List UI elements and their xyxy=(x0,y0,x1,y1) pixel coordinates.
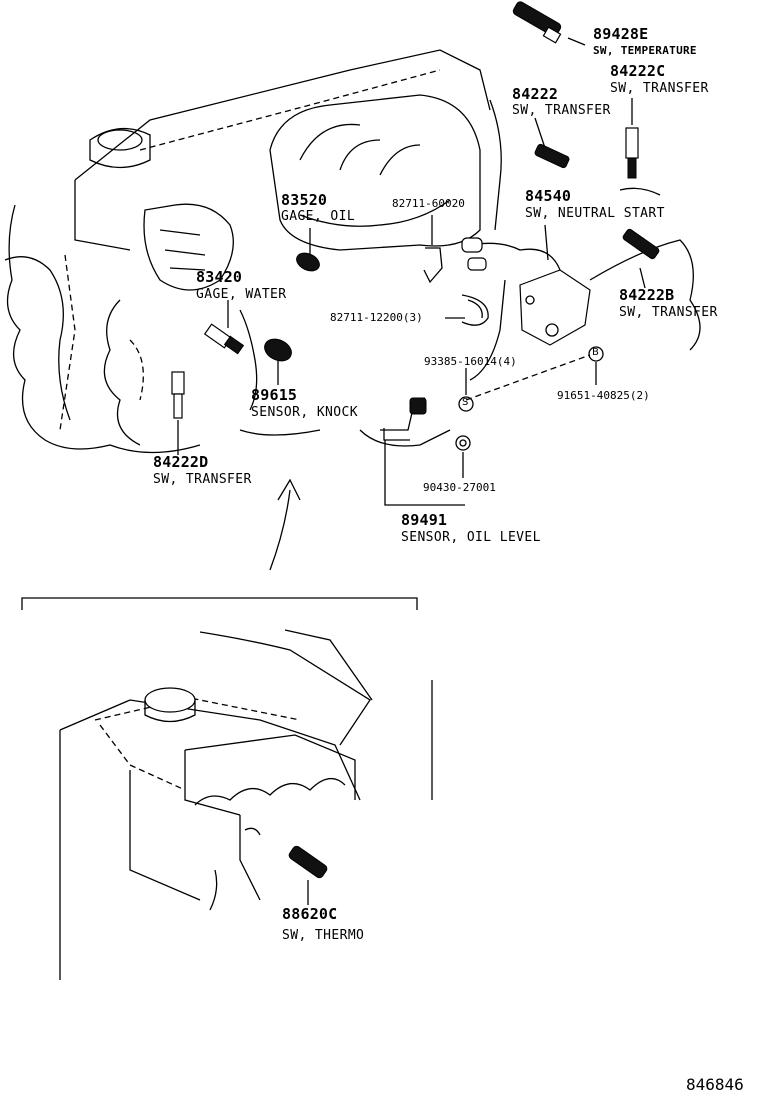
gasket-27001-number: 90430-27001 xyxy=(423,481,496,494)
sw-transfer-c-part xyxy=(625,127,639,179)
clamp-12200-part xyxy=(461,294,489,326)
view-arrow xyxy=(269,478,301,571)
sensor-knock-number: 89615 xyxy=(251,386,298,404)
clamp-60020-number: 82711-60020 xyxy=(392,197,465,210)
sw-thermo-part xyxy=(288,845,328,879)
sw-temperature-part xyxy=(512,1,562,44)
gage-oil-desc: GAGE, OIL xyxy=(281,209,356,224)
sensor-oil-level-desc: SENSOR, OIL LEVEL xyxy=(401,530,541,545)
sensor-oil-level-part xyxy=(380,397,427,441)
sw-temperature-number: 89428E xyxy=(593,25,649,43)
marker-s-label: S xyxy=(462,397,469,408)
sw-transfer-d-part xyxy=(171,371,185,419)
sw-transfer-c-number: 84222C xyxy=(610,62,666,80)
sw-transfer-part xyxy=(534,143,570,169)
sw-transfer-b-desc: SW, TRANSFER xyxy=(619,305,718,320)
leader-lines xyxy=(177,37,646,905)
sw-temperature-desc: SW, TEMPERATURE xyxy=(593,44,697,57)
sensor-oil-level-number: 89491 xyxy=(401,511,448,529)
marker-s-circle xyxy=(458,396,474,412)
sw-transfer-number: 84222 xyxy=(512,85,559,103)
bolt-16014-number: 93385-16014(4) xyxy=(424,355,517,368)
marker-b-circle xyxy=(588,346,604,362)
engine-block-drawing xyxy=(4,49,701,454)
gasket-part xyxy=(455,435,471,451)
diagram-reference-number: 846846 xyxy=(686,1075,744,1094)
sw-transfer-b-part xyxy=(622,228,660,260)
sw-neutral-start-number: 84540 xyxy=(525,187,572,205)
inset-engine-drawing xyxy=(59,629,433,980)
clamp-60020-part xyxy=(423,247,443,284)
sw-thermo-desc: SW, THERMO xyxy=(282,928,365,943)
clamp-12200-number: 82711-12200(3) xyxy=(330,311,423,324)
gage-water-part xyxy=(203,323,245,355)
gage-water-desc: GAGE, WATER xyxy=(196,287,287,302)
sw-neutral-start-part xyxy=(461,237,591,346)
sw-neutral-start-desc: SW, NEUTRAL START xyxy=(525,206,665,221)
sensor-knock-desc: SENSOR, KNOCK xyxy=(251,405,358,420)
sw-transfer-d-number: 84222D xyxy=(153,453,209,471)
parts xyxy=(171,1,660,451)
bolt-40825-number: 91651-40825(2) xyxy=(557,389,650,402)
marker-b-label: B xyxy=(592,347,599,358)
sensor-knock-part xyxy=(264,338,292,362)
sw-transfer-d-desc: SW, TRANSFER xyxy=(153,472,252,487)
sw-transfer-desc: SW, TRANSFER xyxy=(512,103,611,118)
gage-oil-number: 83520 xyxy=(281,191,328,209)
sw-transfer-c-desc: SW, TRANSFER xyxy=(610,81,709,96)
sw-thermo-number: 88620C xyxy=(282,905,338,923)
sw-transfer-b-number: 84222B xyxy=(619,286,675,304)
gage-oil-part xyxy=(296,252,320,272)
gage-water-number: 83420 xyxy=(196,268,243,286)
inset-bracket xyxy=(21,597,418,610)
